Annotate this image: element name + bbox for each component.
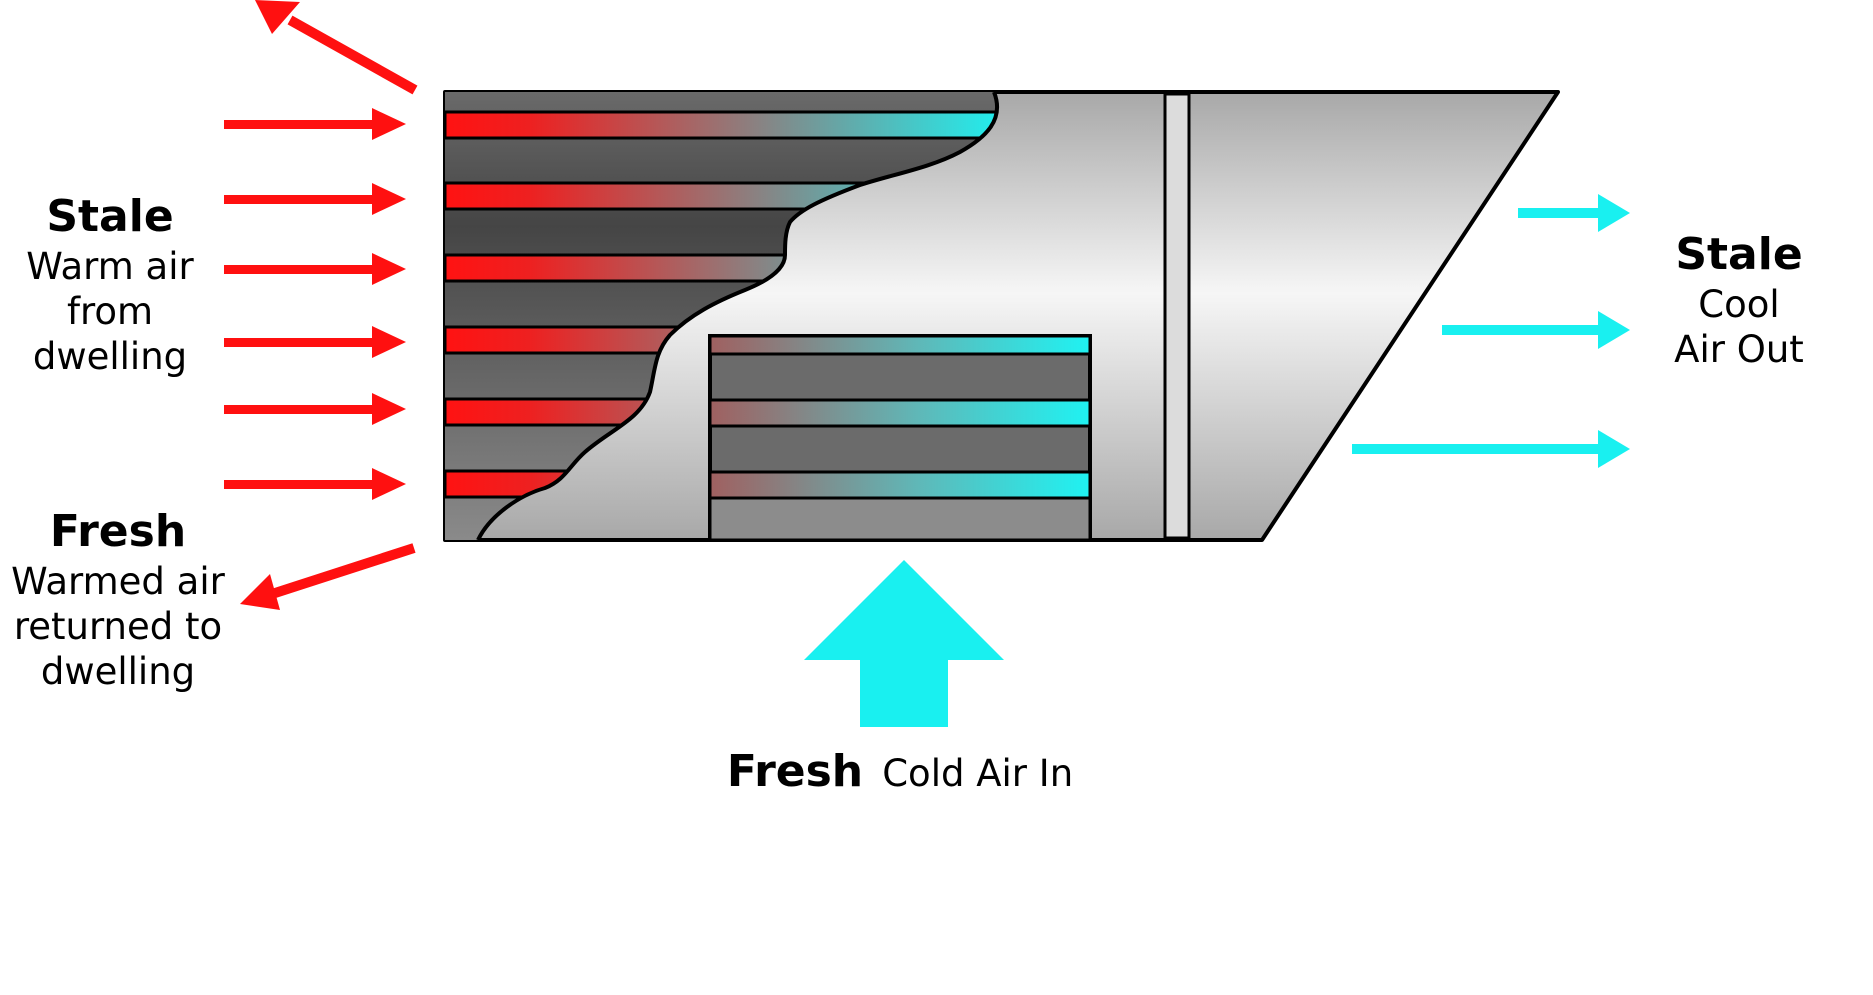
stale-right-title: Stale (1675, 229, 1803, 280)
fresh-left-line-3: dwelling (40, 649, 196, 693)
arrow-up-left-icon (255, 0, 418, 95)
stale-right-line-1: Cool (1698, 282, 1780, 326)
arrow-right-icon (224, 253, 406, 285)
fresh-bottom-title: Fresh (726, 746, 864, 797)
stale-right-line-2: Air Out (1674, 327, 1804, 371)
fresh-air-core (708, 334, 1092, 542)
fresh-left-line-1: Warmed air (11, 559, 225, 603)
arrow-right-icon (1518, 194, 1630, 232)
stale-left-line-1: Warm air (26, 244, 194, 288)
arrow-down-left-icon (240, 543, 416, 610)
arrow-right-icon (1352, 430, 1630, 468)
stale-left-line-3: dwelling (32, 334, 188, 378)
arrow-right-icon (224, 393, 406, 425)
arrow-right-icon (224, 468, 406, 500)
housing-band (1163, 92, 1191, 540)
cutaway-edge (476, 91, 1000, 541)
warm-air-in-arrows (224, 108, 406, 500)
arrow-up-icon (804, 560, 1004, 727)
arrow-right-icon (224, 183, 406, 215)
fresh-left-title: Fresh (49, 506, 187, 557)
fresh-left-line-2: returned to (13, 604, 223, 648)
stale-left-title: Stale (46, 191, 174, 242)
fresh-cold-air-label: Fresh Cold Air In (700, 745, 1100, 799)
stale-left-line-2: from (66, 289, 154, 333)
stale-cool-air-label: Stale Cool Air Out (1648, 228, 1830, 372)
arrow-right-icon (224, 326, 406, 358)
cool-air-out-arrows (1352, 194, 1630, 468)
fresh-warmed-air-label: Fresh Warmed air returned to dwelling (0, 505, 236, 694)
fresh-bottom-subtitle: Cold Air In (882, 752, 1074, 795)
arrow-right-icon (224, 108, 406, 140)
arrow-right-icon (1442, 311, 1630, 349)
stale-warm-air-label: Stale Warm air from dwelling (10, 190, 210, 379)
